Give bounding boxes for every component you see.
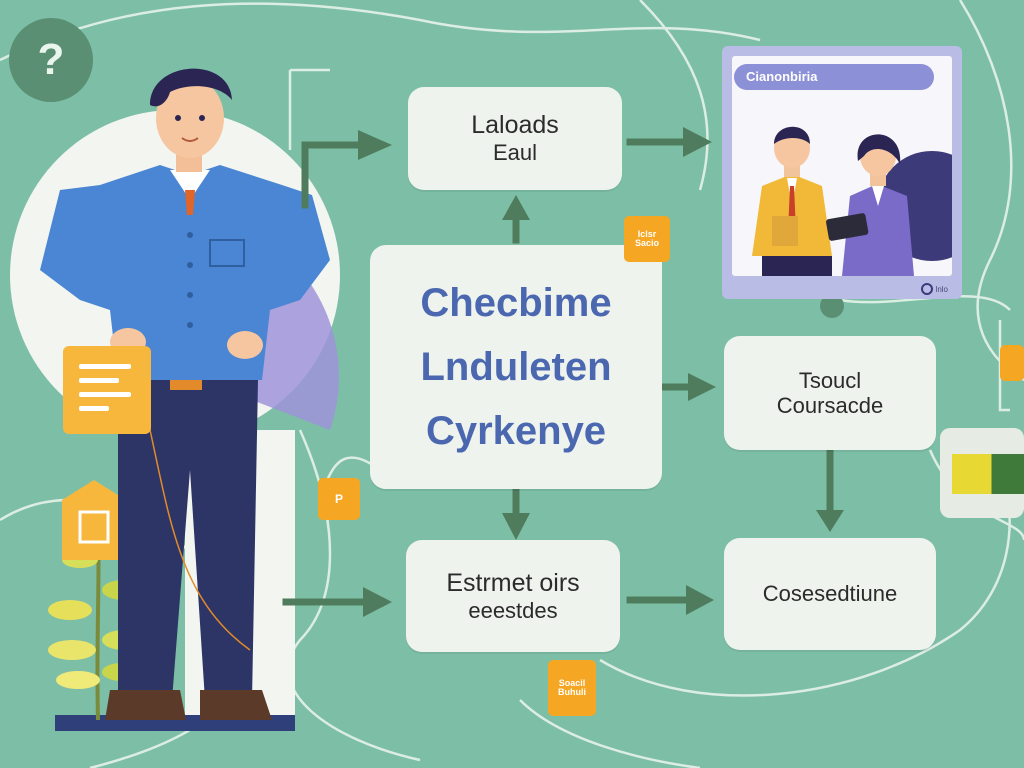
meeting-illustration [752,126,952,276]
node-center-line1: Checbime [420,281,612,325]
screen-footer: lnlo [920,283,948,295]
tag-top-line1: Iclsr [637,228,657,239]
node-center-line3: Cyrkenye [425,409,607,453]
shield-tag-icon [62,480,126,560]
screen-footer-text: lnlo [935,284,948,294]
document-icon [63,346,151,434]
arrow-person-to-top [301,141,364,209]
tag-right-edge [1000,345,1024,381]
tag-top-line2: Sacio [634,238,659,248]
node-right-middle-line1: Tsoucl [798,367,862,393]
tag-bottom-line1: Soacil [558,677,586,688]
tag-left: P [318,478,360,520]
tag-top: Iclsr Sacio [624,216,670,262]
help-glyph: ? [37,35,65,84]
screen-footer-icon [920,283,933,295]
node-bottom-left[interactable]: Estrmet oirs eeestdes [406,540,620,652]
side-card-swatch [952,454,1024,494]
node-right-middle-line2: Coursacde [776,393,884,418]
node-center[interactable]: Checbime Lnduleten Cyrkenye [370,245,662,489]
side-card [940,428,1024,518]
node-center-line2: Lnduleten [420,345,612,389]
node-bottom-right-line1: Cosesedtiune [762,581,898,607]
node-bottom-left-line2: eeestdes [468,597,558,623]
tag-left-line1: P [334,491,343,506]
screen-content [732,56,952,276]
node-top[interactable]: Laloads Eaul [408,87,622,190]
node-bottom-right[interactable]: Cosesedtiune [724,538,936,650]
help-icon[interactable]: ? [9,18,93,102]
tag-bottom-line2: Buhuli [558,687,586,697]
node-top-line1: Laloads [471,111,559,140]
node-bottom-left-line1: Estrmet oirs [446,568,580,597]
presentation-screen[interactable]: Cianonbiria lnlo [722,46,962,299]
tag-bottom: Soacil Buhuli [548,660,596,716]
screen-title-bar: Cianonbiria [734,64,934,90]
node-right-middle[interactable]: Tsoucl Coursacde [724,336,936,450]
node-top-line2: Eaul [492,140,538,166]
